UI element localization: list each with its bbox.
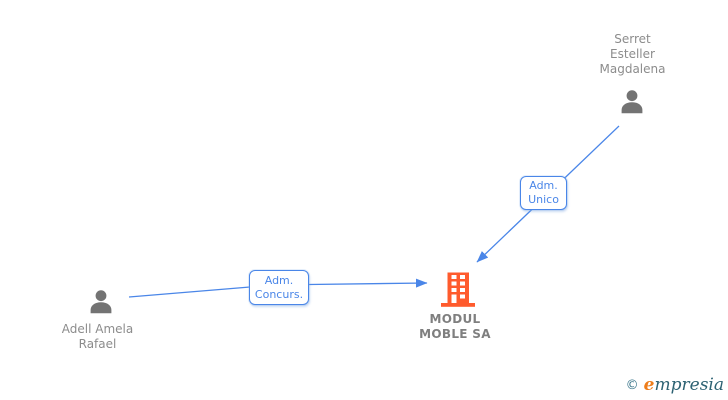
person-icon[interactable]	[616, 87, 648, 119]
edge-label-adm-concurs: Adm. Concurs.	[249, 270, 309, 305]
empresia-logo[interactable]: © empresia	[626, 375, 724, 395]
node-label-line: Esteller	[610, 47, 655, 61]
building-icon[interactable]	[440, 272, 476, 310]
node-label-modul-moble-sa[interactable]: MODUL MOBLE SA	[395, 312, 515, 342]
edge-label-line: Adm.	[264, 273, 294, 287]
node-label-line: Adell Amela	[61, 322, 134, 336]
edge-label-line: Concurs.	[254, 287, 304, 301]
node-label-serret-esteller-magdalena[interactable]: Serret Esteller Magdalena	[560, 32, 705, 77]
node-label-adell-amela-rafael[interactable]: Adell Amela Rafael	[25, 322, 170, 352]
brand-initial: e	[643, 375, 655, 395]
node-label-line: Serret	[614, 32, 651, 46]
brand-name: empresia	[644, 375, 724, 395]
edge-label-line: Adm.	[529, 179, 558, 192]
copyright-icon: ©	[625, 377, 639, 393]
node-label-line: Magdalena	[599, 62, 666, 76]
node-label-line: MOBLE SA	[419, 327, 491, 341]
node-label-line: Rafael	[78, 337, 117, 351]
node-label-line: MODUL	[429, 312, 481, 326]
person-icon[interactable]	[85, 287, 117, 319]
edge-label-adm-unico: Adm. Unico	[520, 176, 567, 210]
brand-rest: mpresia	[654, 375, 725, 395]
edge-label-line: Unico	[528, 193, 559, 206]
